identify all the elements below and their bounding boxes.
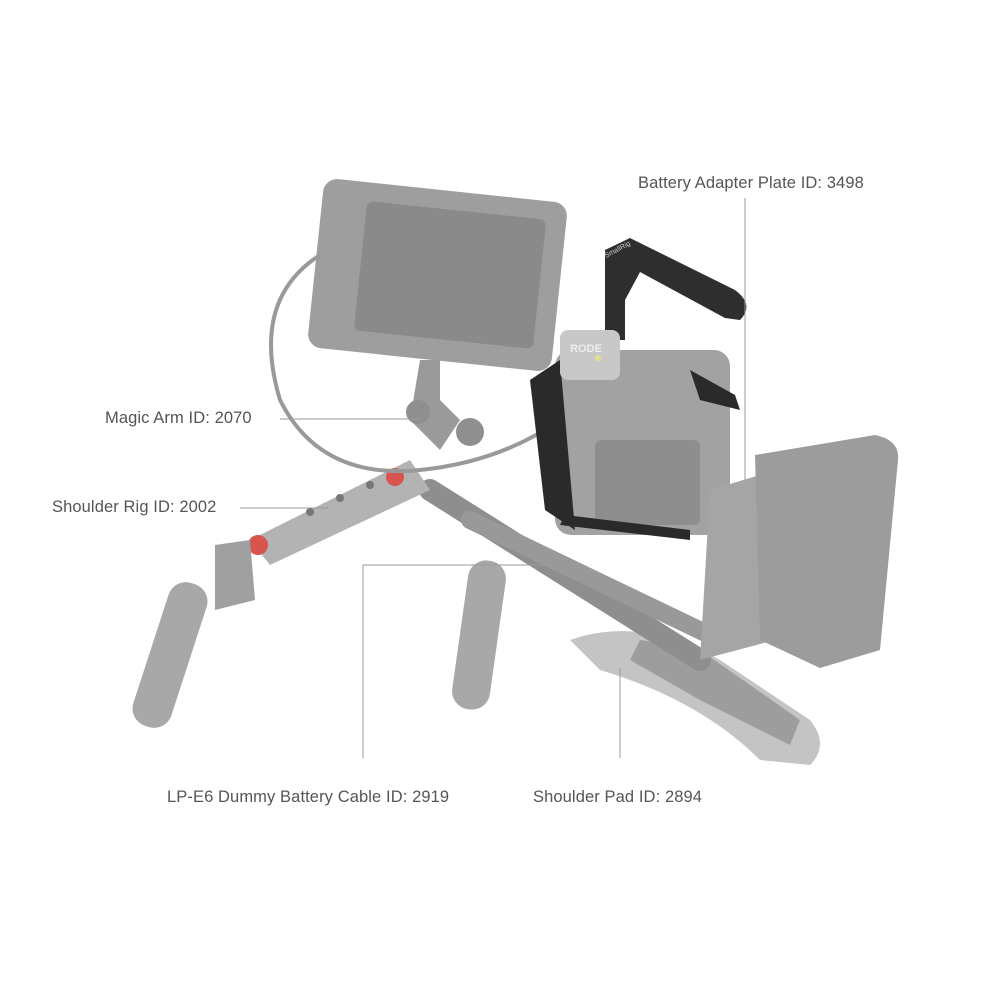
red-knob xyxy=(248,535,268,555)
label-magic-arm: Magic Arm ID: 2070 xyxy=(105,409,252,427)
battery-adapter-plate xyxy=(700,475,775,660)
top-handle xyxy=(605,238,747,340)
mic-led xyxy=(595,355,601,361)
arm-hole xyxy=(336,494,344,502)
shoulder-rig-arm xyxy=(250,460,430,565)
mic-logo: RODE xyxy=(570,343,602,355)
arm-hole xyxy=(306,508,314,516)
rod xyxy=(461,511,729,649)
center-handle xyxy=(452,560,506,710)
label-dummy-battery-cable: LP-E6 Dummy Battery Cable ID: 2919 xyxy=(167,788,450,806)
camera-screen xyxy=(595,440,700,525)
baseplate xyxy=(630,640,800,745)
camera-cage-bottom xyxy=(560,515,690,540)
monitor-cable xyxy=(269,253,562,474)
magic-arm-joint xyxy=(406,400,430,424)
camera-cage-side xyxy=(690,370,740,410)
magic-arm xyxy=(410,360,460,450)
magic-arm-clamp xyxy=(456,418,484,446)
label-battery-adapter-plate: Battery Adapter Plate ID: 3498 xyxy=(638,174,864,192)
shoulder-pad xyxy=(570,631,820,765)
handle-mount xyxy=(215,540,255,610)
leader-line-dummy-battery-cable xyxy=(362,564,560,758)
left-handle xyxy=(132,582,208,728)
v-mount-battery xyxy=(755,435,899,668)
camera-cage xyxy=(530,360,575,530)
monitor-screen xyxy=(354,201,546,349)
arm-hole xyxy=(366,481,374,489)
wireless-mic xyxy=(560,330,620,380)
label-shoulder-pad: Shoulder Pad ID: 2894 xyxy=(533,788,703,806)
label-shoulder-rig: Shoulder Rig ID: 2002 xyxy=(52,498,217,516)
